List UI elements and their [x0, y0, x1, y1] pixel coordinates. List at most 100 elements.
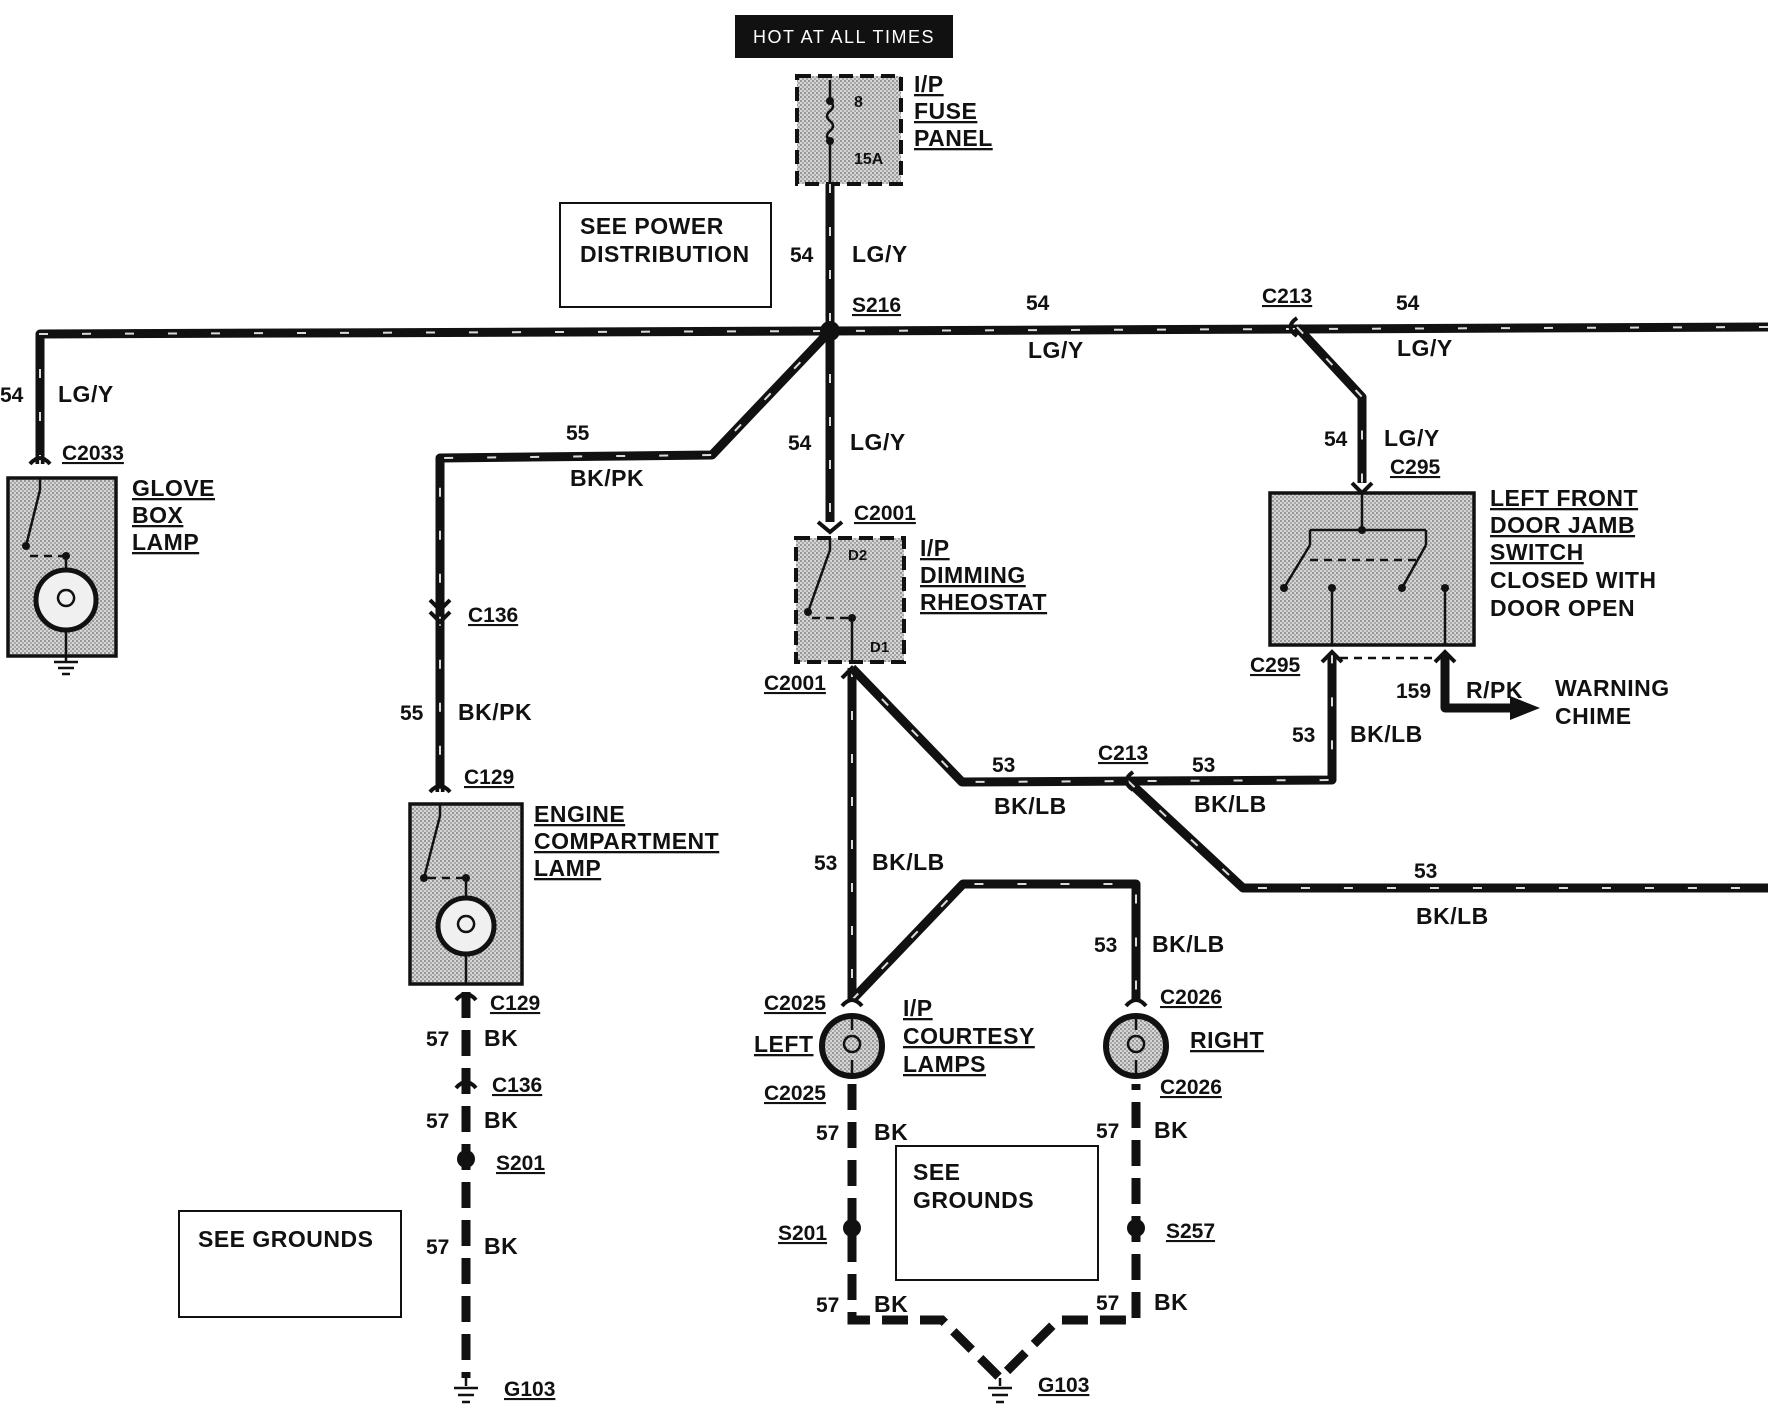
- engine-lamp-label-2: COMPARTMENT: [534, 828, 719, 854]
- glove-box-label-2: BOX: [132, 502, 184, 528]
- label-c129-upper: C129: [464, 766, 514, 789]
- label-c2026-bottom: C2026: [1160, 1076, 1222, 1099]
- splice-s216: [820, 321, 840, 341]
- grounds-note-center: [895, 1145, 1099, 1281]
- label-s201-center: S201: [778, 1222, 827, 1245]
- label-c136-upper: C136: [468, 604, 518, 627]
- courtesy-label-2: COURTESY: [903, 1023, 1035, 1049]
- dimming-rheostat: D2 D1: [794, 536, 906, 664]
- color-bklb-diag: BK/LB: [994, 793, 1067, 819]
- fuse-panel: 8 15A: [795, 74, 903, 186]
- circuit-159: 159: [1396, 680, 1431, 703]
- circuit-54-bus-mid: 54: [1026, 292, 1050, 315]
- color-bklb-left-vert: BK/LB: [872, 849, 945, 875]
- splice-s201-left: [457, 1150, 475, 1168]
- engine-lamp-label-3: LAMP: [534, 855, 601, 881]
- color-lgy-bus-mid: LG/Y: [1028, 337, 1084, 363]
- wire-159: [1440, 655, 1540, 720]
- circuit-57-c1: 57: [816, 1122, 839, 1145]
- rheostat-label-3: RHEOSTAT: [920, 589, 1047, 615]
- color-lgy-door: LG/Y: [1384, 425, 1440, 451]
- grounds-note-center-line-1: SEE: [913, 1159, 961, 1185]
- label-c295-bottom: C295: [1250, 654, 1301, 677]
- label-c295-top: C295: [1390, 456, 1441, 479]
- ground-symbol-g103-center: [988, 1378, 1012, 1404]
- color-bk-c1: BK: [874, 1119, 908, 1145]
- label-g103-left: G103: [504, 1378, 555, 1401]
- glove-box-label-3: LAMP: [132, 529, 199, 555]
- door-switch-label-4: CLOSED WITH: [1490, 567, 1657, 593]
- warning-chime-label-2: CHIME: [1555, 703, 1632, 729]
- color-bk-r2: BK: [1154, 1289, 1188, 1315]
- ground-symbol-glove: [54, 660, 78, 676]
- label-c129-lower: C129: [490, 992, 540, 1015]
- door-switch-label-3: SWITCH: [1490, 539, 1584, 565]
- door-switch-label-1: LEFT FRONT: [1490, 485, 1638, 511]
- grounds-note-left: [178, 1210, 402, 1318]
- label-c213-top: C213: [1262, 285, 1312, 308]
- circuit-54-rheostat: 54: [788, 432, 812, 455]
- label-c2001-top: C2001: [854, 502, 916, 525]
- grounds-note-left-text: SEE GROUNDS: [198, 1226, 373, 1252]
- glove-box-lamp: [6, 476, 118, 676]
- circuit-53-door: 53: [1292, 724, 1315, 747]
- rheostat-pin-d2: D2: [848, 547, 867, 564]
- circuit-57-r2: 57: [1096, 1292, 1119, 1315]
- circuit-57-c2: 57: [816, 1294, 839, 1317]
- label-c2025-top: C2025: [764, 992, 826, 1015]
- color-lgy-feed: LG/Y: [852, 241, 908, 267]
- door-switch-label-2: DOOR JAMB: [1490, 512, 1635, 538]
- courtesy-left-label: LEFT: [754, 1031, 814, 1057]
- label-s216: S216: [852, 294, 901, 317]
- power-note-line-1: SEE POWER: [580, 213, 724, 239]
- rheostat-label-1: I/P: [920, 535, 950, 561]
- glove-box-bulb-icon: [33, 567, 99, 633]
- circuit-53-exit: 53: [1414, 860, 1437, 883]
- warning-chime-label-1: WARNING: [1555, 675, 1670, 701]
- header-title: HOT AT ALL TIMES: [753, 27, 935, 47]
- courtesy-label-3: LAMPS: [903, 1051, 986, 1077]
- header-box: [735, 15, 953, 58]
- glove-box-label-1: GLOVE: [132, 475, 215, 501]
- ground-symbol-g103-left: [454, 1378, 478, 1404]
- fuse-rating: 15A: [854, 151, 884, 168]
- color-bklb-right-upper: BK/LB: [1194, 791, 1267, 817]
- power-distribution-note: [559, 202, 772, 308]
- grounds-note-center-line-2: GROUNDS: [913, 1187, 1034, 1213]
- courtesy-lamp-right: [1103, 1013, 1169, 1079]
- fuse-panel-label-2: FUSE: [914, 98, 977, 124]
- label-g103-center: G103: [1038, 1374, 1089, 1397]
- splice-s201-center: [843, 1219, 861, 1237]
- circuit-57-l2: 57: [426, 1110, 449, 1133]
- color-lgy-bus-right: LG/Y: [1397, 335, 1453, 361]
- rheostat-pin-d1: D1: [870, 639, 889, 656]
- label-s257: S257: [1166, 1220, 1215, 1243]
- wire-55: [435, 327, 834, 792]
- circuit-57-l3: 57: [426, 1236, 449, 1259]
- circuit-54-bus-right: 54: [1396, 292, 1420, 315]
- splice-s257: [1127, 1219, 1145, 1237]
- circuit-53-right-vert: 53: [1094, 934, 1117, 957]
- circuit-55-top: 55: [566, 422, 590, 445]
- color-lgy-rheostat: LG/Y: [850, 429, 906, 455]
- color-bk-l2: BK: [484, 1107, 518, 1133]
- connector-marks: [28, 316, 1457, 1090]
- circuit-53-left-vert: 53: [814, 852, 837, 875]
- label-c2025-bottom: C2025: [764, 1082, 826, 1105]
- color-rpk: R/PK: [1466, 677, 1523, 703]
- fuse-panel-label-1: I/P: [914, 71, 944, 97]
- wire-53-right-exit: [1124, 777, 1768, 893]
- courtesy-label-1: I/P: [903, 995, 933, 1021]
- circuit-53-right-upper: 53: [1192, 754, 1215, 777]
- label-c2001-bottom: C2001: [764, 672, 826, 695]
- circuit-57-r1: 57: [1096, 1120, 1119, 1143]
- rheostat-label-2: DIMMING: [920, 562, 1026, 588]
- circuit-55-left: 55: [400, 702, 424, 725]
- color-bk-l3: BK: [484, 1233, 518, 1259]
- label-c2033: C2033: [62, 442, 124, 465]
- color-bk-r1: BK: [1154, 1117, 1188, 1143]
- door-switch-label-5: DOOR OPEN: [1490, 595, 1635, 621]
- courtesy-right-label: RIGHT: [1190, 1027, 1264, 1053]
- door-jamb-switch: [1268, 491, 1476, 660]
